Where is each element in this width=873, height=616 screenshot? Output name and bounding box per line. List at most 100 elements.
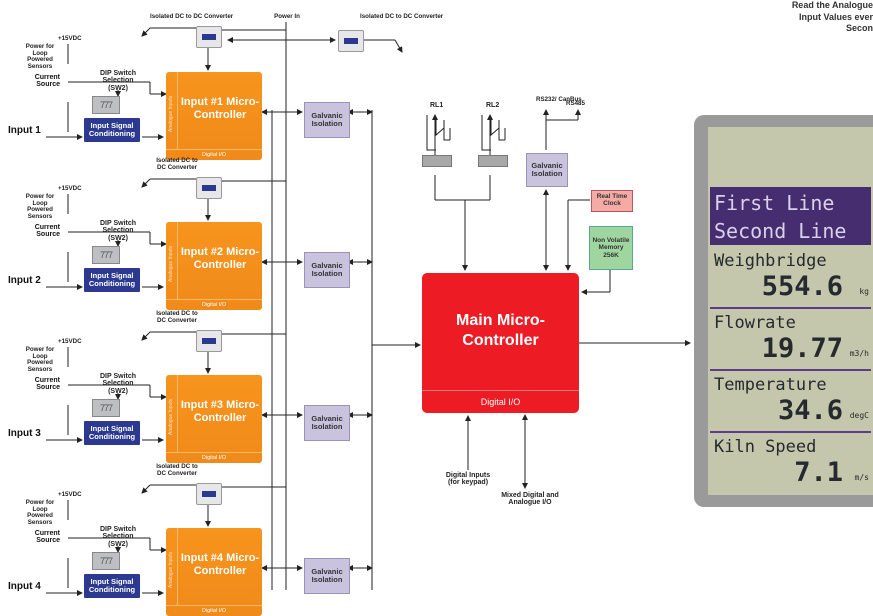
dip-switch: 777 — [92, 399, 120, 417]
controller-title: Input #3 Micro-Controller — [180, 399, 260, 424]
lcd-separator — [710, 431, 871, 433]
reading-name: Kiln Speed — [714, 437, 817, 457]
analogue-inputs-label: Analogue Inputs — [168, 398, 174, 435]
analogue-inputs-label: Analogue Inputs — [168, 245, 174, 282]
main-micro-controller: Main Micro-Controller Digital I/O — [422, 273, 579, 413]
input-label: Input 3 — [8, 428, 41, 439]
relay-block — [422, 155, 452, 167]
reading-value: 34.6 — [777, 395, 843, 426]
main-title: Main Micro-Controller — [456, 312, 545, 349]
input-signal-conditioning: Input Signal Conditioning — [84, 421, 140, 445]
analogue-inputs-label: Analogue Inputs — [168, 551, 174, 588]
galvanic-isolation: Galvanic Isolation — [526, 153, 568, 187]
supply-label: +15VDC — [58, 338, 82, 345]
controller-digital-io: Digital I/O — [166, 299, 262, 310]
dip-switch: 777 — [92, 552, 120, 570]
reading-unit: degC — [849, 411, 869, 420]
converter-label: Isolated DC to DC Converter — [156, 463, 198, 477]
analogue-strip: Analogue Inputs — [166, 528, 178, 606]
caption-line: Read the Analogue — [791, 0, 873, 10]
reading-unit: m3/h — [849, 349, 869, 358]
caption-line: Secon — [845, 23, 873, 34]
input-label: Input 1 — [8, 125, 41, 136]
caption-line: Input Values ever — [798, 11, 873, 22]
analogue-strip: Analogue Inputs — [166, 375, 178, 453]
lcd-highlight — [710, 187, 871, 245]
galvanic-isolation: Galvanic Isolation — [304, 102, 350, 138]
controller-title: Input #1 Micro-Controller — [180, 96, 260, 121]
relay-label: RL1 — [430, 102, 444, 109]
controller-digital-io: Digital I/O — [166, 149, 262, 160]
input-signal-conditioning: Input Signal Conditioning — [84, 268, 140, 292]
relay-switch-icons — [426, 115, 506, 151]
controller-digital-io: Digital I/O — [166, 605, 262, 616]
lcd-text: First Line — [714, 191, 835, 215]
loop-power-label: Power for Loop Powered Sensors — [25, 499, 55, 526]
galvanic-isolation: Galvanic Isolation — [304, 405, 350, 441]
lcd-line-1: First Line — [708, 191, 873, 219]
dip-switch-label: DIP Switch Selection (SW2) — [99, 220, 137, 242]
current-source-label: Current Source — [34, 74, 60, 89]
digital-inputs-label: Digital Inputs (for keypad) — [445, 472, 491, 487]
dc-converter — [338, 30, 364, 52]
input-label: Input 2 — [8, 275, 41, 286]
caption: Read the Analogue Input Values ever Seco… — [792, 0, 873, 35]
converter-label: Isolated DC to DC Converter — [156, 310, 198, 324]
loop-power-label: Power for Loop Powered Sensors — [25, 193, 55, 220]
current-source-label: Current Source — [34, 377, 60, 392]
controller-title: Input #2 Micro-Controller — [180, 246, 260, 271]
lcd-text: Second Line — [714, 219, 847, 243]
dip-switch-label: DIP Switch Selection (SW2) — [99, 70, 137, 92]
reading-name: Temperature — [714, 375, 827, 395]
dip-switch-label: DIP Switch Selection (SW2) — [99, 526, 137, 548]
input-label: Input 4 — [8, 581, 41, 592]
analogue-strip: Analogue Inputs — [166, 72, 178, 150]
converter-label: Isolated DC to DC Converter — [360, 13, 444, 20]
lcd-separator — [710, 369, 871, 371]
current-source-label: Current Source — [34, 530, 60, 545]
reading-name: Weighbridge — [714, 251, 827, 271]
input-micro-controller: Analogue Inputs Input #1 Micro-Controller… — [166, 72, 262, 160]
dip-switch: 777 — [92, 96, 120, 114]
dc-converter — [196, 26, 222, 48]
loop-power-label: Power for Loop Powered Sensors — [25, 43, 55, 70]
converter-label: Isolated DC to DC Converter — [156, 157, 198, 171]
comms-label: RS485 — [566, 100, 585, 107]
input-micro-controller: Analogue Inputs Input #2 Micro-Controller… — [166, 222, 262, 310]
reading-value: 554.6 — [761, 271, 843, 302]
dip-switch-label: DIP Switch Selection (SW2) — [99, 373, 137, 395]
input-micro-controller: Analogue Inputs Input #3 Micro-Controller… — [166, 375, 262, 463]
reading-name: Flowrate — [714, 313, 796, 333]
main-digital-io: Digital I/O — [422, 390, 579, 413]
comms-label: RS232/ CanBus — [536, 96, 582, 103]
controller-digital-io: Digital I/O — [166, 452, 262, 463]
supply-label: +15VDC — [58, 35, 82, 42]
galvanic-isolation: Galvanic Isolation — [304, 252, 350, 288]
dc-converter — [196, 177, 222, 199]
dc-converter — [196, 330, 222, 352]
mixed-io-label: Mixed Digital and Analogue I/O — [501, 492, 559, 507]
input-signal-conditioning: Input Signal Conditioning — [84, 574, 140, 598]
lcd-line-2: Second Line — [708, 219, 873, 247]
dc-converter — [196, 483, 222, 505]
relay-label: RL2 — [486, 102, 500, 109]
supply-label: +15VDC — [58, 185, 82, 192]
loop-power-label: Power for Loop Powered Sensors — [25, 346, 55, 373]
current-source-label: Current Source — [34, 224, 60, 239]
galvanic-isolation: Galvanic Isolation — [304, 558, 350, 594]
reading-unit: m/s — [854, 473, 869, 482]
relay-block — [478, 155, 508, 167]
power-in-label: Power In — [274, 13, 300, 20]
reading-unit: kg — [859, 287, 869, 296]
reading-value: 7.1 — [794, 457, 843, 488]
analogue-inputs-label: Analogue Inputs — [168, 95, 174, 132]
converter-label: Isolated DC to DC Converter — [150, 13, 234, 20]
